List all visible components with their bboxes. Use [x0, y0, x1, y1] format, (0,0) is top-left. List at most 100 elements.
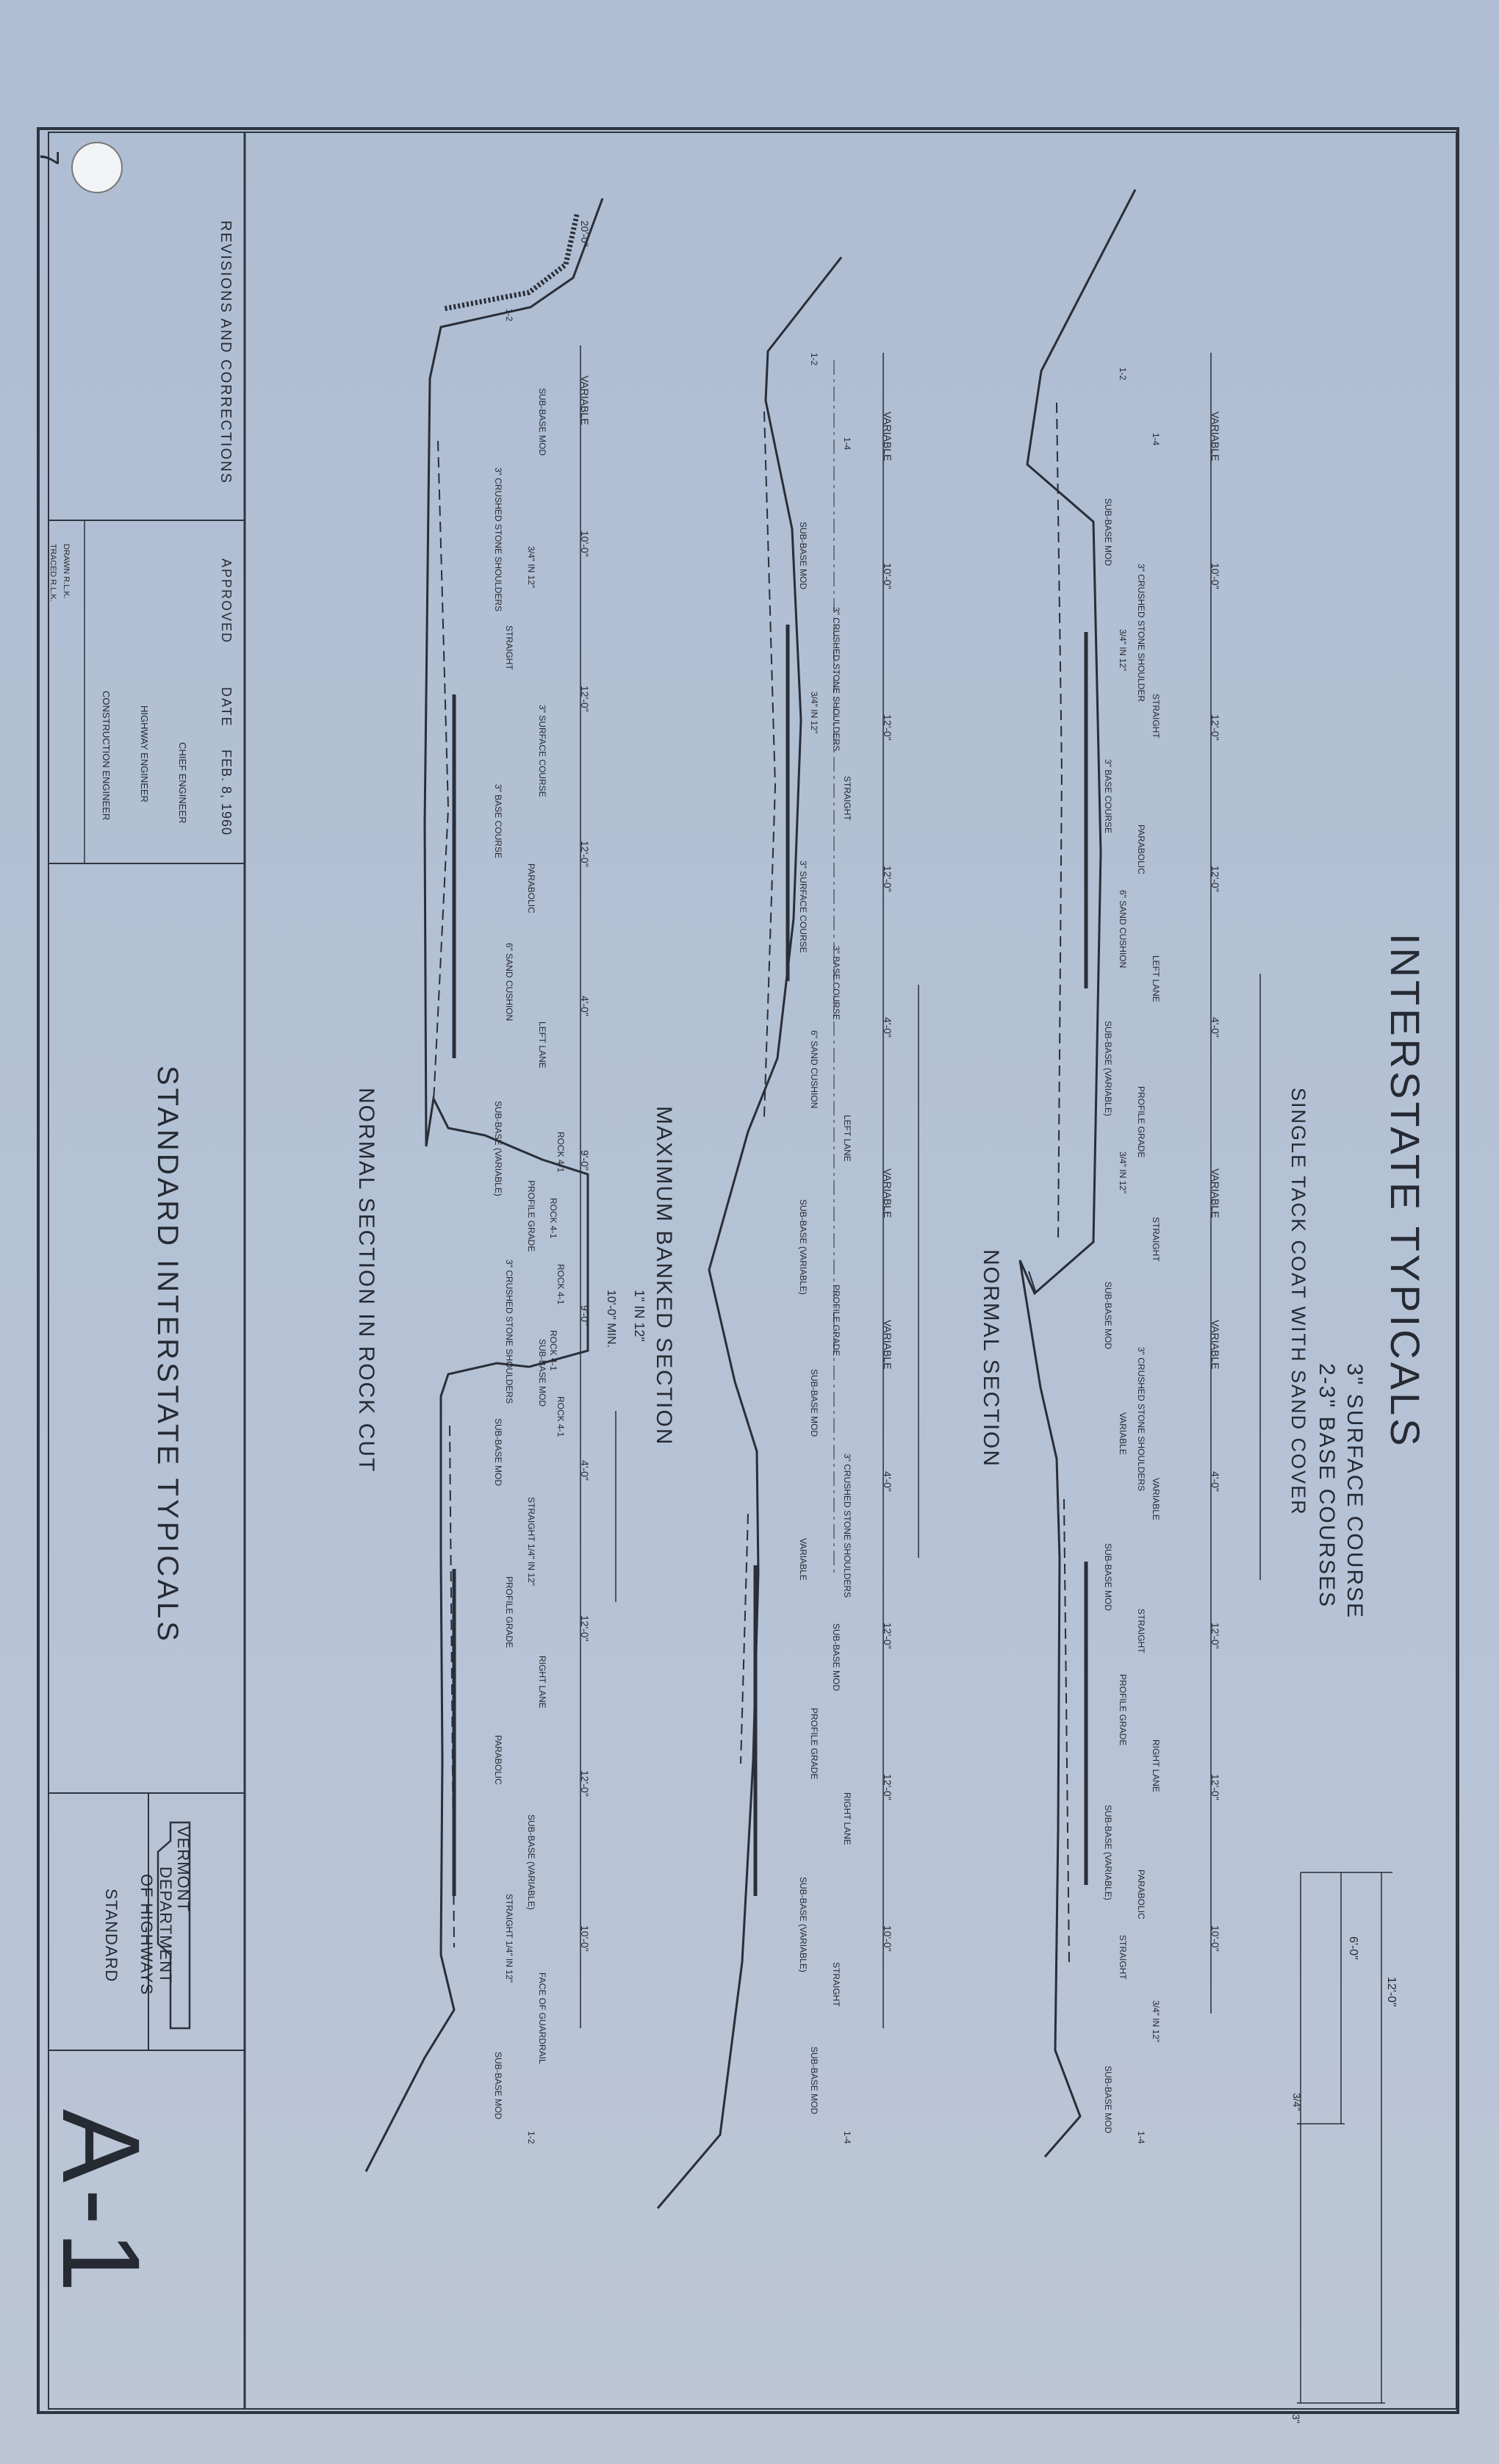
- subtitle-tack-coat: SINGLE TACK COAT WITH SAND COVER: [1287, 1088, 1309, 1516]
- banked-callout: 1-2: [809, 353, 819, 366]
- chief-engineer-label: CHIEF ENGINEER: [177, 742, 188, 824]
- normal-callout: SUB-BASE MOD: [1103, 1282, 1113, 1350]
- detail-dim-half: 6'-0": [1347, 1936, 1359, 1960]
- banked-callout: SUB-BASE MOD: [831, 1623, 841, 1692]
- subtitle-base: 2-3" BASE COURSES: [1315, 1363, 1339, 1609]
- banked-callout: STRAIGHT: [842, 776, 852, 821]
- sheet-stamp: [71, 142, 123, 193]
- normal-section-linework: [1018, 189, 1261, 2158]
- revisions-label: REVISIONS AND CORRECTIONS: [218, 220, 234, 484]
- normal-callout: VARIABLE: [1151, 1478, 1161, 1520]
- rock-callout: FACE OF GUARDRAIL: [537, 1972, 547, 2064]
- rock-callout: 1-2: [504, 309, 514, 322]
- banked-callout: 3/4" IN 12": [809, 692, 819, 734]
- rock-label: ROCK 4-1: [556, 1396, 566, 1437]
- normal-dimension: 10'-0": [1209, 563, 1221, 589]
- rock-callout: SUB-BASE MOD: [537, 388, 547, 456]
- normal-dimension: 12'-0": [1209, 1774, 1221, 1800]
- rock-callout: 3" CRUSHED STONE SHOULDERS: [493, 467, 503, 612]
- agency-line-2: OF HIGHWAYS: [137, 1874, 156, 1995]
- banked-dimension: VARIABLE: [882, 1320, 894, 1370]
- normal-callout: SUB-BASE (VARIABLE): [1103, 1021, 1113, 1116]
- normal-callout: 1-4: [1151, 433, 1161, 446]
- normal-dimension: 4'-0": [1209, 1017, 1221, 1038]
- rock-callout: SUB-BASE (VARIABLE): [493, 1101, 503, 1196]
- banked-min-width-note: 10'-0" MIN.: [605, 1290, 617, 1348]
- rock-callout: LEFT LANE: [537, 1021, 547, 1068]
- normal-dimension: 10'-0": [1209, 1925, 1221, 1952]
- normal-dimension: 12'-0": [1209, 714, 1221, 741]
- normal-section-caption: NORMAL SECTION: [979, 1249, 1003, 1468]
- normal-callout: 1-4: [1136, 2131, 1146, 2144]
- sheet-border-inner: [48, 132, 1457, 2410]
- rock-callout: PARABOLIC: [493, 1735, 503, 1785]
- normal-callout: STRAIGHT: [1151, 694, 1161, 739]
- agency-line-3: STANDARD: [102, 1889, 121, 1983]
- construction-engineer-label: CONSTRUCTION ENGINEER: [101, 691, 112, 821]
- rock-callout: STRAIGHT 1/4" IN 12": [504, 1894, 514, 1983]
- highway-engineer-label: HIGHWAY ENGINEER: [139, 705, 150, 802]
- normal-callout: STRAIGHT: [1118, 1935, 1128, 1980]
- layer-detail-linework: [1297, 1872, 1392, 2404]
- rock-dimension: 10'-0": [579, 531, 591, 557]
- banked-callout: 1-4: [842, 437, 852, 450]
- normal-dimension: 12'-0": [1209, 1623, 1221, 1649]
- rock-callout: 3" CRUSHED STONE SHOULDERS: [504, 1260, 514, 1404]
- banked-slope-note: 1" IN 12": [632, 1290, 647, 1342]
- rock-callout: PROFILE GRADE: [504, 1576, 514, 1648]
- normal-callout: SUB-BASE MOD: [1103, 2066, 1113, 2134]
- sheet-stamp-number: 7: [35, 151, 65, 166]
- banked-callout: RIGHT LANE: [842, 1792, 852, 1845]
- normal-callout: PARABOLIC: [1136, 1869, 1146, 1919]
- normal-dimension: VARIABLE: [1209, 1168, 1221, 1218]
- subtitle-surface: 3" SURFACE COURSE: [1342, 1363, 1367, 1620]
- banked-callout: 3" CRUSHED STONE SHOULDERS: [831, 607, 841, 752]
- rock-section-caption: NORMAL SECTION IN ROCK CUT: [354, 1088, 378, 1473]
- rock-callout: SUB-BASE (VARIABLE): [526, 1814, 536, 1910]
- rock-callout: 3" BASE COURSE: [493, 784, 503, 858]
- banked-dimension: 10'-0": [882, 1925, 894, 1952]
- normal-callout: PROFILE GRADE: [1118, 1674, 1128, 1746]
- rock-callout: STRAIGHT: [504, 625, 514, 670]
- rock-label: ROCK 4-1: [548, 1198, 558, 1239]
- banked-callout: PROFILE GRADE: [809, 1708, 819, 1780]
- rock-callout: 3" SURFACE COURSE: [537, 705, 547, 797]
- rock-callout: 1-2: [526, 2131, 536, 2144]
- sheet-number: A-1: [40, 2109, 163, 2299]
- banked-callout: 3" CRUSHED STONE SHOULDERS: [842, 1454, 852, 1598]
- normal-dimension: 12'-0": [1209, 866, 1221, 892]
- rock-dimension: 4'-0": [579, 996, 591, 1016]
- date-label: DATE: [219, 687, 234, 728]
- rock-label: ROCK 4-1: [548, 1330, 558, 1371]
- rock-callout: STRAIGHT 1/4" IN 12": [526, 1497, 536, 1587]
- banked-callout: SUB-BASE (VARIABLE): [798, 1199, 808, 1295]
- normal-callout: 3/4" IN 12": [1118, 629, 1128, 672]
- sheet-border: [37, 127, 1459, 2414]
- detail-dim-total: 12'-0": [1385, 1977, 1398, 2007]
- rock-label: ROCK 4-1: [556, 1132, 566, 1173]
- normal-callout: 3" CRUSHED STONE SHOULDERS: [1136, 1347, 1146, 1492]
- rock-dimension: 9'-0": [579, 1305, 591, 1326]
- normal-dimension: VARIABLE: [1209, 1320, 1221, 1370]
- rock-callout: RIGHT LANE: [537, 1656, 547, 1709]
- normal-dimension: 4'-0": [1209, 1471, 1221, 1492]
- approved-label: APPROVED: [219, 558, 234, 644]
- normal-callout: 3/4" IN 12": [1118, 1152, 1128, 1194]
- rock-callout: 3/4" IN 12": [526, 546, 536, 589]
- rock-callout: PROFILE GRADE: [526, 1180, 536, 1252]
- drawn-by: DRAWN R.L.K.: [62, 544, 71, 599]
- banked-callout: VARIABLE: [798, 1538, 808, 1581]
- banked-dimension: 12'-0": [882, 714, 894, 741]
- banked-dimension: 4'-0": [882, 1471, 894, 1492]
- rock-label: ROCK 4-1: [556, 1264, 566, 1305]
- detail-dim-crown: 3/4": [1291, 2093, 1303, 2111]
- banked-dimension: 12'-0": [882, 866, 894, 892]
- banked-dimension: 12'-0": [882, 1623, 894, 1649]
- sheet-title: INTERSTATE TYPICALS: [1382, 933, 1428, 1449]
- normal-callout: VARIABLE: [1118, 1412, 1128, 1455]
- normal-callout: STRAIGHT: [1151, 1217, 1161, 1262]
- banked-section-linework: [656, 256, 919, 2209]
- normal-callout: 3" CRUSHED STONE SHOULDER: [1136, 564, 1146, 703]
- rock-callout: SUB-BASE MOD: [493, 2052, 503, 2120]
